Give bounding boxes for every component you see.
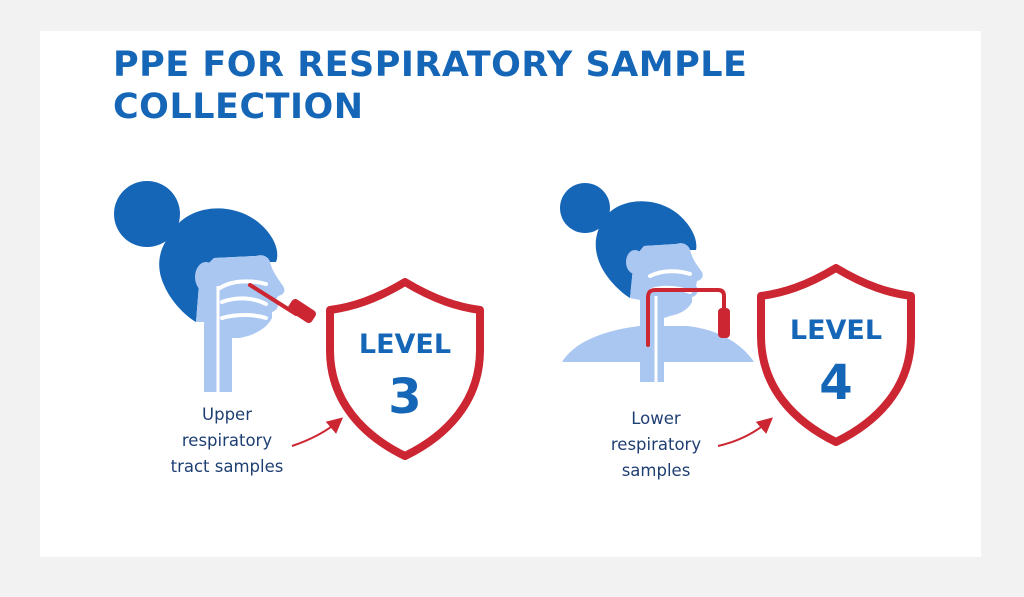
caption-line: tract samples [170,457,284,476]
hair-icon [159,208,278,322]
hair-bun-icon [114,181,180,247]
hair-bun-icon [560,183,610,233]
lower-respiratory-figure [560,183,754,382]
caption-line: samples [621,461,691,480]
shield-level-label: LEVEL [359,329,451,360]
lower-respiratory-caption: Lower respiratory samples [556,406,756,484]
ear-icon [626,250,644,274]
ear-icon [195,262,217,292]
hair-icon [595,201,697,298]
level-3-shield: LEVEL 3 [326,278,484,460]
face-profile-icon [630,243,703,382]
arrow-icon [717,417,774,447]
title-line-1: PPE FOR RESPIRATORY SAMPLE [113,45,748,85]
nasal-swab-icon [248,283,317,323]
caption-line: respiratory [181,431,273,450]
shield-level-label: LEVEL [790,315,882,346]
level-4-shield: LEVEL 4 [757,264,915,446]
upper-respiratory-caption: Upper respiratory tract samples [127,402,327,480]
caption-line: respiratory [610,435,702,454]
caption-line: Upper [202,405,252,424]
shield-level-number: 3 [388,369,421,425]
shield-icon [326,278,484,460]
upper-respiratory-figure [114,181,285,392]
suction-catheter-icon [646,288,730,347]
page-title: PPE FOR RESPIRATORY SAMPLE COLLECTION [113,44,813,128]
title-line-2: COLLECTION [113,87,364,127]
shield-icon [757,264,915,446]
arrow-icon [291,417,344,447]
caption-line: Lower [631,409,681,428]
shield-level-number: 4 [819,355,852,411]
airway-icon [218,279,268,320]
